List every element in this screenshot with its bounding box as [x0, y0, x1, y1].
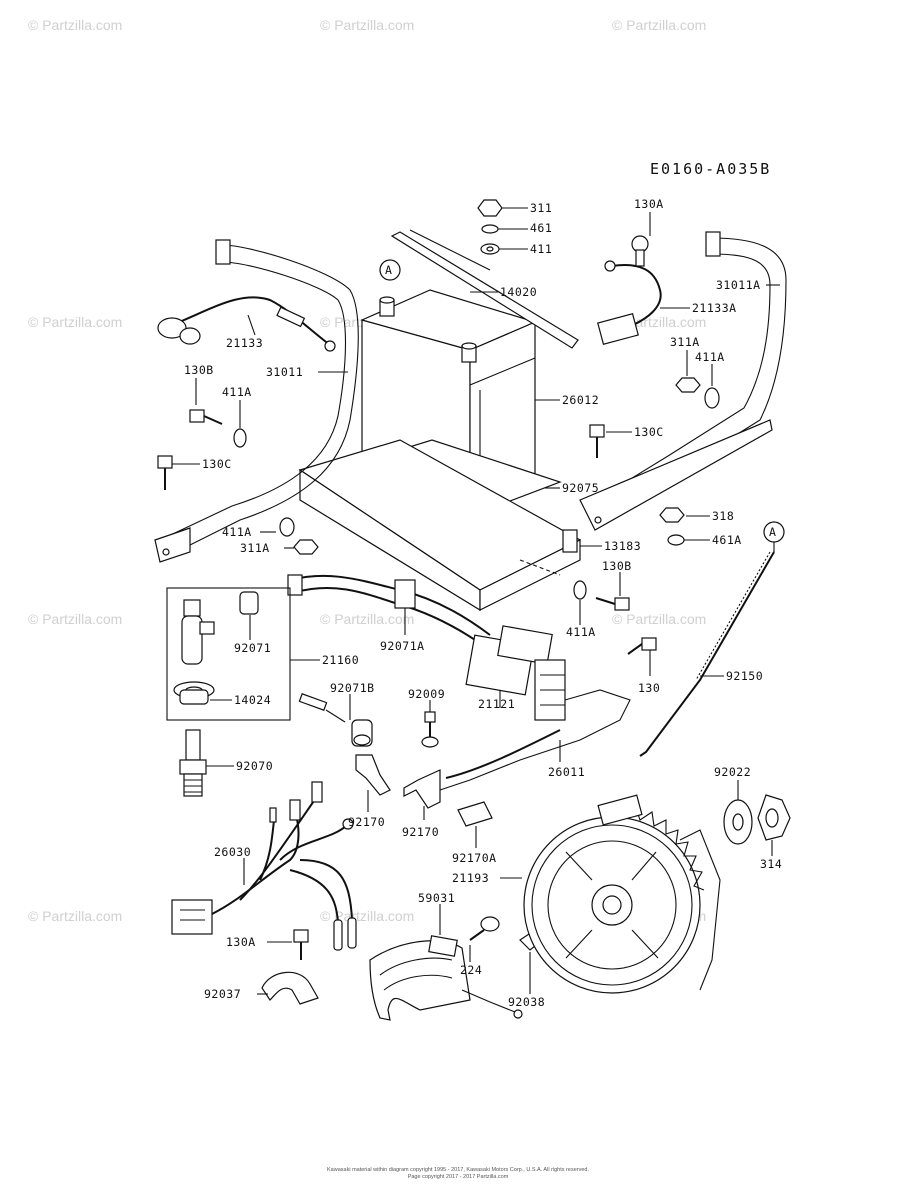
part-labels: 311 461 411 14020 130A 31011A 21133A 311… [184, 197, 782, 1009]
label-92009: 92009 [408, 687, 445, 701]
nut-311 [477, 199, 503, 217]
inset-box [166, 587, 291, 721]
label-92075: 92075 [562, 481, 599, 495]
label-92071: 92071 [234, 641, 271, 655]
label-314: 314 [760, 857, 782, 871]
watermark: © Partzilla.com [28, 611, 122, 627]
label-130C-right: 130C [634, 425, 664, 439]
copyright-line-2: Page copyright 2017 - 2017 Partzilla.com [408, 1174, 509, 1180]
label-21160: 21160 [322, 653, 359, 667]
label-461: 461 [530, 221, 552, 235]
hardware [157, 199, 720, 655]
frame-bar-left [154, 239, 359, 563]
charge-coil [369, 935, 523, 1021]
label-92170-b: 92170 [402, 825, 439, 839]
label-21193: 21193 [452, 871, 489, 885]
watermark: © Partzilla.com [612, 17, 706, 33]
label-26012: 26012 [562, 393, 599, 407]
label-130: 130 [638, 681, 660, 695]
label-21121: 21121 [478, 697, 515, 711]
label-92071A: 92071A [380, 639, 425, 653]
label-411: 411 [530, 242, 552, 256]
label-92022: 92022 [714, 765, 751, 779]
callout-letter: A [769, 525, 776, 539]
leader-lines [172, 207, 780, 995]
label-130A-top: 130A [634, 197, 664, 211]
label-318: 318 [712, 509, 734, 523]
label-92070: 92070 [236, 759, 273, 773]
label-21133A: 21133A [692, 301, 737, 315]
label-26011: 26011 [548, 765, 585, 779]
label-92038: 92038 [508, 995, 545, 1009]
label-14024: 14024 [234, 693, 271, 707]
flywheel-nut [723, 794, 791, 845]
callout-letter: A [385, 263, 392, 277]
label-411A-right: 411A [695, 350, 725, 364]
watermark: © Partzilla.com [320, 17, 414, 33]
battery-strap [390, 231, 579, 349]
label-461A: 461A [712, 533, 742, 547]
harness-connector [171, 899, 213, 935]
label-92150: 92150 [726, 669, 763, 683]
label-92037: 92037 [204, 987, 241, 1001]
watermark: © Partzilla.com [612, 611, 706, 627]
plug-cap-inset [166, 587, 291, 721]
flywheel [523, 794, 721, 994]
watermark: © Partzilla.com [28, 314, 122, 330]
label-311: 311 [530, 201, 552, 215]
label-31011A: 31011A [716, 278, 761, 292]
label-92170-a: 92170 [348, 815, 385, 829]
callout-circle-a [379, 259, 401, 281]
figure-code: E0160-A035B [650, 160, 771, 178]
battery-cable-left [157, 296, 336, 352]
clamp-parts [298, 693, 493, 827]
throttle-rod: A [639, 521, 785, 757]
label-311A-left: 311A [240, 541, 270, 555]
watermark: © Partzilla.com [320, 611, 414, 627]
label-411A-mid: 411A [566, 625, 596, 639]
frame-bar-right [579, 231, 787, 531]
spark-plug [179, 729, 207, 797]
label-26030: 26030 [214, 845, 251, 859]
watermarks: © Partzilla.com © Partzilla.com © Partzi… [28, 17, 706, 924]
label-13183: 13183 [604, 539, 641, 553]
label-411A-lower: 411A [222, 525, 252, 539]
watermark: © Partzilla.com [320, 908, 414, 924]
label-311A-right: 311A [670, 335, 700, 349]
label-224: 224 [460, 963, 482, 977]
watermark: © Partzilla.com [28, 17, 122, 33]
watermark: © Partzilla.com [28, 908, 122, 924]
label-59031: 59031 [418, 891, 455, 905]
label-411A-left: 411A [222, 385, 252, 399]
label-130A-bottom: 130A [226, 935, 256, 949]
wiring-harness [171, 781, 357, 951]
label-92071B: 92071B [330, 681, 375, 695]
battery-assembly: A [298, 229, 582, 612]
clamp-92037 [261, 929, 319, 1005]
label-21133: 21133 [226, 336, 263, 350]
label-14020: 14020 [500, 285, 537, 299]
ignition-coil [287, 574, 631, 791]
label-130B-left: 130B [184, 363, 214, 377]
label-31011: 31011 [266, 365, 303, 379]
battery-cable-right [597, 235, 662, 346]
label-92170A: 92170A [452, 851, 497, 865]
copyright-line-1: Kawasaki material within diagram copyrig… [327, 1167, 589, 1173]
label-130B-right: 130B [602, 559, 632, 573]
label-130C-left: 130C [202, 457, 232, 471]
